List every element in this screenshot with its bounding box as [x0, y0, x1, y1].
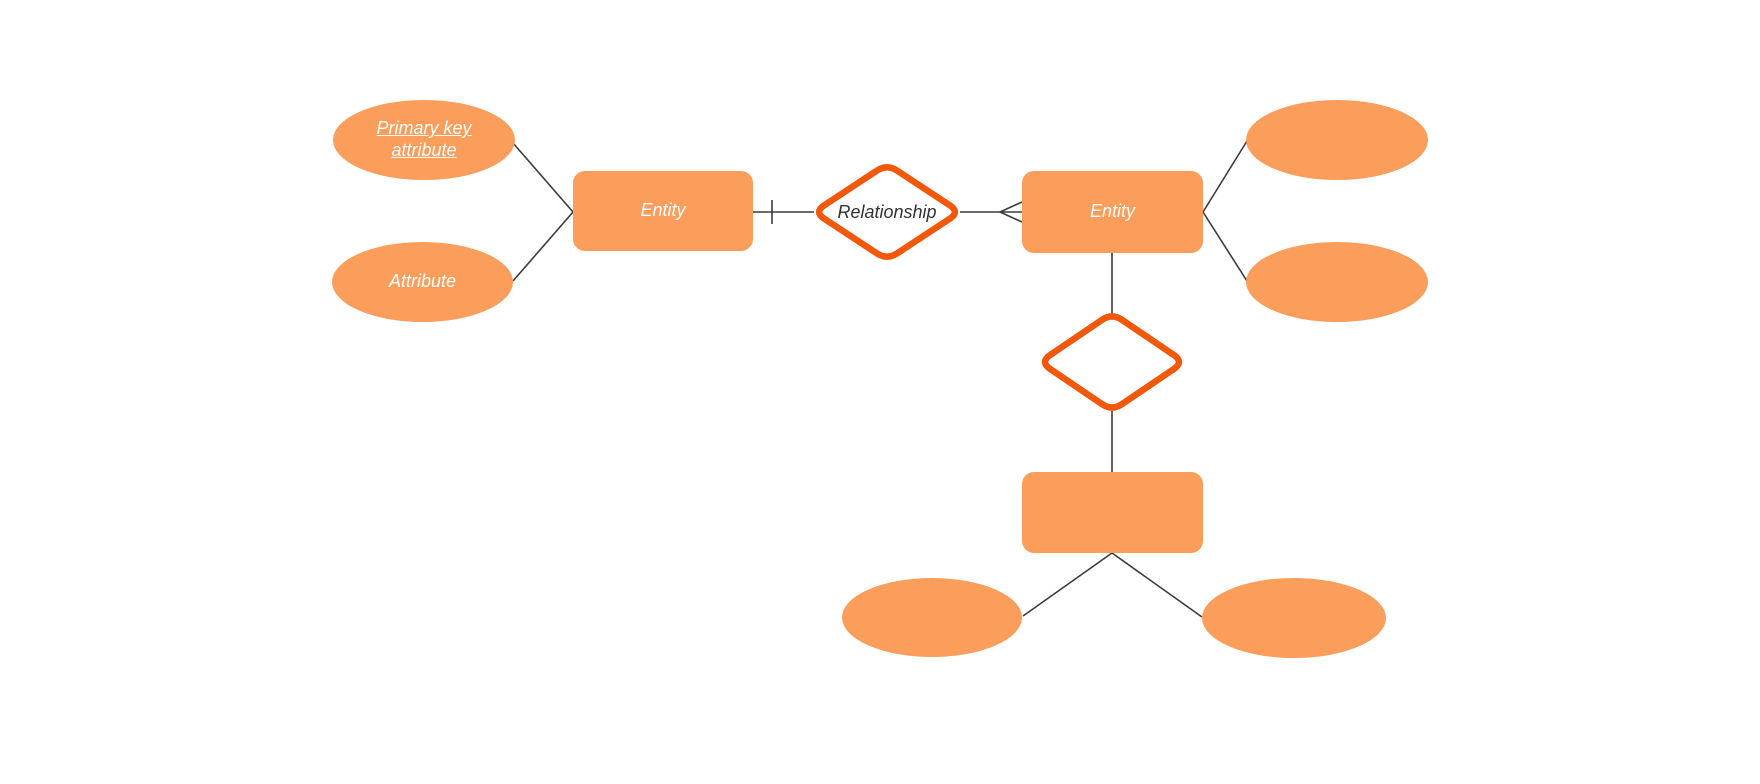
- connector-bottom-entity-to-attribute-bottom-left[interactable]: [1022, 552, 1113, 617]
- entity-right-rectangle[interactable]: Entity: [1022, 171, 1203, 253]
- entity-left-rectangle[interactable]: Entity: [573, 171, 753, 251]
- attribute-ellipse[interactable]: Attribute: [332, 242, 513, 322]
- empty-relationship-diamond[interactable]: [1041, 313, 1183, 411]
- relationship-label: Relationship: [837, 201, 937, 222]
- attribute-bottom-right-ellipse[interactable]: [1202, 578, 1386, 658]
- connector-entity-right-to-attribute-top-right[interactable]: [1202, 140, 1248, 213]
- connector-pk-to-entity-left[interactable]: [512, 142, 574, 213]
- entity-right-label: Entity: [1089, 201, 1136, 222]
- attribute-middle-right-ellipse[interactable]: [1246, 242, 1428, 322]
- primary-key-attribute-label: Primary key attribute: [376, 118, 472, 160]
- connector-bottom-entity-to-attribute-bottom-right[interactable]: [1111, 552, 1203, 618]
- relationship-diamond[interactable]: [815, 164, 959, 260]
- entity-bottom-rectangle[interactable]: [1022, 472, 1203, 553]
- entity-left-label: Entity: [640, 200, 686, 221]
- connector-entity-right-to-attribute-middle-right[interactable]: [1202, 211, 1248, 282]
- many-cardinality-crowfoot-marker: [999, 201, 1023, 223]
- attribute-top-right-ellipse[interactable]: [1246, 100, 1428, 180]
- connector-attribute-to-entity-left[interactable]: [512, 211, 574, 282]
- attribute-label: Attribute: [388, 271, 457, 292]
- attribute-bottom-left-ellipse[interactable]: [842, 578, 1022, 657]
- primary-key-attribute-ellipse[interactable]: Primary key attribute: [333, 100, 515, 180]
